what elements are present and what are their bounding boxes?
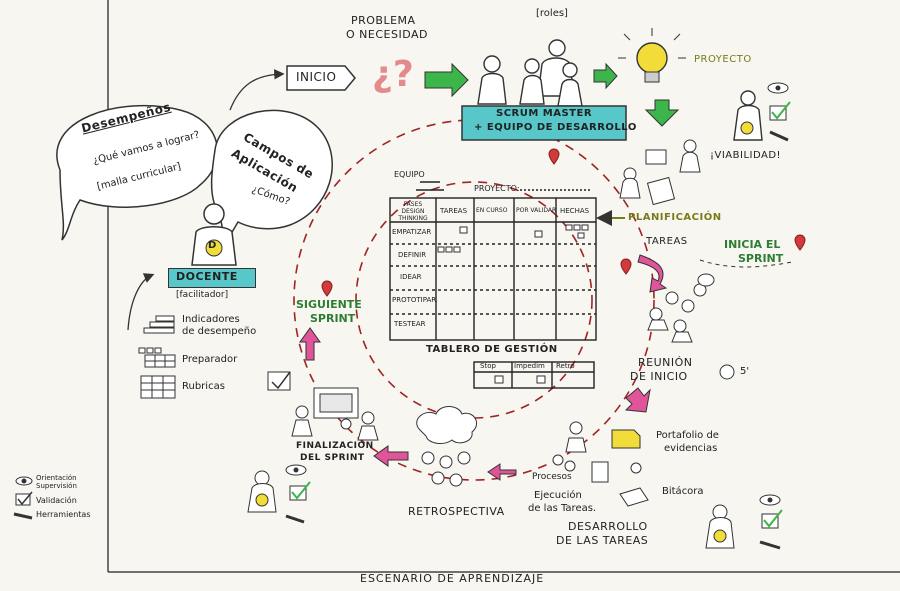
facilitador-label: [facilitador] [176,290,229,300]
board-col-tareas: TAREAS [440,207,468,215]
viabilidad-label: ¡VIABILIDAD! [710,150,782,161]
board-row-testear: TESTEAR [394,320,426,328]
board-row-idear: IDEAR [400,273,422,281]
docente-badge-letter: D [208,240,217,251]
pink-arrow-desarrollo [487,463,517,481]
legend-herramientas: Herramientas [36,510,91,519]
pink-arrow-siguiente [299,327,321,361]
retrospectiva-label: RETROSPECTIVA [408,505,505,518]
indicadores-label-1: Indicadores [182,314,240,325]
rubricas-label: Rubricas [182,381,225,392]
docente-figure [191,203,237,266]
lightbulb-icon [618,28,686,83]
finalizacion-label-1: FINALIZACIÓN [296,441,374,451]
docente-label: DOCENTE [176,270,238,283]
mini-col-impedim: Impedim [514,362,545,370]
ejecucion-label-2: de las Tareas. [528,503,597,514]
footer-title: ESCENARIO DE APRENDIZAJE [360,572,545,585]
arrow-to-inicio [229,69,285,111]
management-board [389,181,597,389]
siguiente-label-1: SIGUIENTE [296,298,362,311]
scrum-master-box [461,105,627,141]
finalizacion-figures [267,371,379,441]
proyecto-label: PROYECTO [694,54,752,65]
green-arrow-1 [424,62,469,98]
mini-col-retro: Retro [556,362,575,370]
desempenos-bubble [56,104,219,241]
roles-label: [roles] [536,8,568,19]
board-row-prototipar: PROTOTIPAR [392,296,437,304]
board-col-hechas: HECHAS [560,207,590,215]
validator-figure-bottom-right [705,494,783,550]
ejecucion-label-1: Ejecución [534,490,582,501]
legend-icons [13,476,33,520]
pink-arrow-tareas [637,254,668,293]
board-col-en-curso: EN CURSO [476,207,508,214]
pink-arrow-retro [373,445,409,467]
reunion-label-2: DE INICIO [630,370,688,383]
legend-orientacion-1: Orientación [36,474,77,482]
reunion-label-1: REUNIÓN [638,356,693,369]
inicia-label-2: SPRINT [738,252,784,265]
preparador-label: Preparador [182,354,238,365]
green-arrow-2 [593,62,618,90]
validator-figure-top [733,82,791,142]
legend-validacion: Validación [36,496,77,505]
desarrollo-label-1: DESARROLLO [568,520,648,533]
validator-figure-bottom-left [247,464,311,524]
arrow-to-docente [127,273,155,331]
bitacora-label: Bitácora [662,486,704,497]
pink-arrow-reunion [624,387,651,413]
board-row-definir: DEFINIR [398,251,427,259]
board-col-fases: FASES DESIGN THINKING [398,201,428,222]
inicio-box [286,65,356,91]
legend-orientacion-2: Supervisión [36,482,77,490]
scrum-line-1: SCRUM MASTER [496,108,593,119]
desarrollo-label-2: DE LAS TAREAS [556,534,649,547]
finalizacion-label-2: DEL SPRINT [300,453,365,463]
board-equipo: EQUIPO [394,170,425,179]
reunion-group-figures [647,273,715,343]
board-col-por-validar: POR VALIDAR [516,207,557,214]
siguiente-label-2: SPRINT [310,312,356,325]
viabilidad-figure [619,139,701,206]
board-proyecto: PROYECTO: [474,184,520,193]
procesos-label: Procesos [532,472,572,482]
sprint-cycle-circle [293,119,655,481]
portafolio-label-1: Portafolio de [656,430,719,441]
board-row-empatizar: EMPATIZAR [392,228,432,236]
sticky-notes [437,224,589,384]
board-title: TABLERO DE GESTIÓN [426,344,558,355]
inner-cycle-circle [355,181,593,419]
team-figures [477,39,583,107]
problema-label: PROBLEMA [351,14,416,27]
tareas-label: TAREAS [646,236,688,247]
clock-icon [719,364,735,380]
minutes-label: 5' [740,366,750,377]
desarrollo-icons [552,421,649,507]
location-pins [321,148,806,297]
scrum-line-2: + EQUIPO DE DESARROLLO [474,122,637,133]
green-arrow-down [644,99,680,127]
inicio-label: INICIO [296,70,337,84]
tool-icons-left [138,315,176,399]
indicadores-label-2: de desempeño [182,326,257,337]
inicia-sprint-dashed [699,259,793,268]
mini-col-stop: Stop [480,362,496,370]
retrospectiva-figures [416,406,477,487]
portafolio-label-2: evidencias [664,443,718,454]
question-mark: ¿? [372,54,414,95]
necesidad-label: O NECESIDAD [346,28,428,41]
planificacion-label: PLANIFICACIÓN [628,212,722,223]
inicia-label-1: INICIA EL [724,238,781,251]
docente-box [168,268,256,288]
